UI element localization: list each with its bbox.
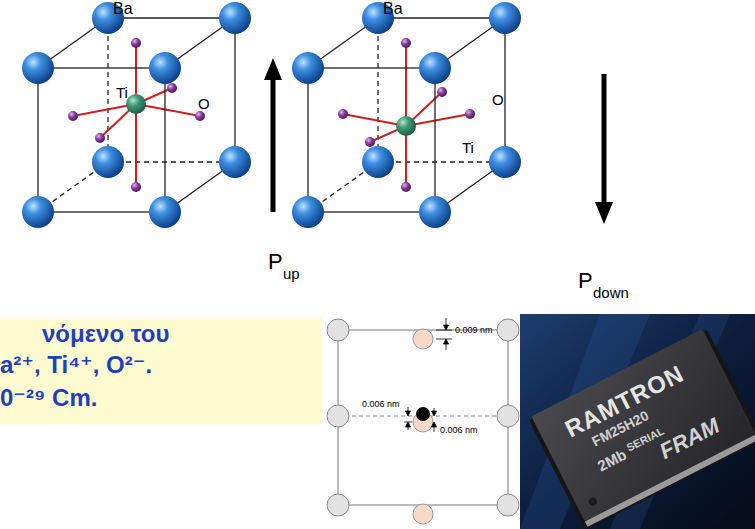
cross-section <box>327 318 519 524</box>
dimension-label: 0.006 nm <box>362 400 400 410</box>
atom-label: O <box>492 92 504 109</box>
panel-text: a²⁺, Ti⁴⁺, O²⁻. <box>0 351 152 380</box>
atom-label: O <box>198 96 210 113</box>
panel-text: νόμενο του <box>42 320 169 349</box>
atom-label: Ba <box>383 0 403 18</box>
atom-label: Ti <box>116 85 128 102</box>
atom-label: Ba <box>113 0 133 18</box>
polarization-label: P <box>578 269 593 293</box>
polarization-subscript: up <box>283 266 300 283</box>
polarization-arrow <box>264 58 282 212</box>
unit-cell-up <box>22 2 251 228</box>
dimension-label: 0.009 nm <box>455 326 493 336</box>
fram-chip-photo <box>520 314 755 529</box>
polarization-label: P <box>268 250 283 274</box>
unit-cell-down <box>292 2 521 228</box>
panel-text: 0⁻²⁹ Cm. <box>0 384 97 413</box>
atom-label: Ti <box>462 140 474 157</box>
dimension-label: 0.006 nm <box>440 426 478 436</box>
polarization-subscript: down <box>593 285 629 302</box>
text-panel: νόμενο τουa²⁺, Ti⁴⁺, O²⁻. 0⁻²⁹ Cm. <box>0 318 322 424</box>
polarization-arrow <box>595 74 613 224</box>
chip-capacity: 2Mb <box>595 447 629 475</box>
